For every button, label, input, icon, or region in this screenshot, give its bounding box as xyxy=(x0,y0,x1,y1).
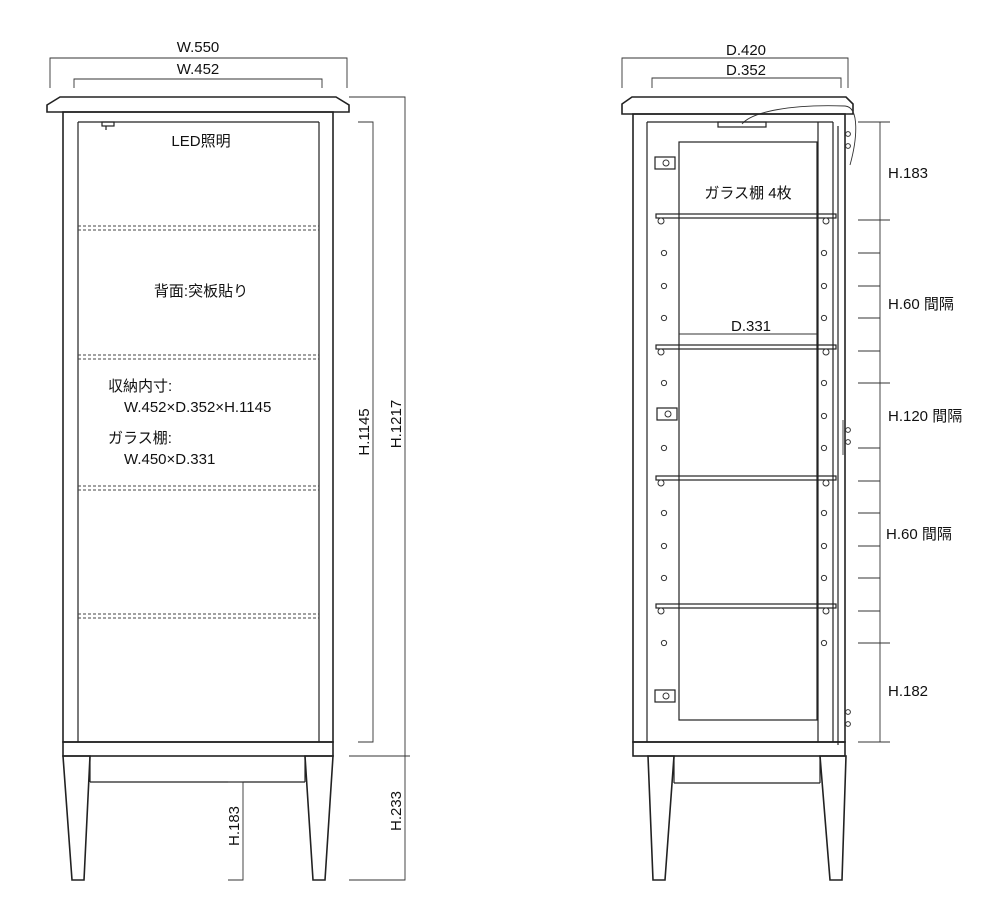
side-glass-shelves xyxy=(655,213,837,615)
dim-height-base: H.233 xyxy=(349,755,410,831)
side-base xyxy=(632,741,846,784)
label-h-bottom: H.182 xyxy=(888,683,928,700)
label-shelf-title: ガラス棚: xyxy=(108,430,172,447)
label-width-outer: W.550 xyxy=(177,39,220,56)
side-view: D.420 D.352 xyxy=(621,42,962,881)
label-h-60-upper: H.60 間隔 xyxy=(888,296,954,313)
label-shelf-depth: D.331 xyxy=(731,318,771,335)
cabinet-front-body xyxy=(62,111,334,743)
back-panel-inner xyxy=(678,141,818,721)
dim-depth-outer: D.420 xyxy=(621,42,849,88)
dim-height-inner: H.1145 xyxy=(356,121,374,743)
label-height-leg: H.183 xyxy=(226,806,243,846)
door-hinges xyxy=(654,156,678,703)
dim-front-width-outer: W.550 xyxy=(49,39,348,88)
label-shelf-dims: W.450×D.331 xyxy=(124,451,215,468)
label-h-60-lower: H.60 間隔 xyxy=(886,526,952,543)
side-top-cap xyxy=(621,96,854,115)
dim-height-total: H.1217 xyxy=(349,96,406,881)
label-height-base: H.233 xyxy=(388,791,405,831)
led-fixture-left xyxy=(101,121,115,127)
side-height-scale xyxy=(858,121,890,743)
dim-front-width-inner: W.452 xyxy=(73,61,323,88)
side-legs xyxy=(647,755,847,881)
dim-shelf-depth: D.331 xyxy=(679,318,817,335)
led-cable xyxy=(741,105,857,166)
label-led: LED照明 xyxy=(171,133,230,150)
label-depth-inner: D.352 xyxy=(726,62,766,79)
label-height-total: H.1217 xyxy=(388,400,405,448)
label-h-top: H.183 xyxy=(888,165,928,182)
cabinet-base xyxy=(62,741,334,783)
label-depth-outer: D.420 xyxy=(726,42,766,59)
cabinet-top-cap xyxy=(46,96,350,113)
label-h-120: H.120 間隔 xyxy=(888,408,962,425)
shelf-pin-holes-left xyxy=(660,249,668,647)
label-back-panel: 背面:突板貼り xyxy=(154,282,248,300)
label-storage-title: 収納内寸: xyxy=(108,378,172,395)
label-storage-dims: W.452×D.352×H.1145 xyxy=(124,399,271,416)
dim-height-leg: H.183 xyxy=(226,781,244,881)
side-body xyxy=(632,113,846,745)
shelf-pin-holes-right xyxy=(820,249,828,647)
dim-depth-inner: D.352 xyxy=(651,62,842,88)
label-width-inner: W.452 xyxy=(177,61,220,78)
door-edge-holes xyxy=(845,131,851,727)
front-glass-shelves xyxy=(78,225,319,619)
led-fixture-side xyxy=(717,121,767,128)
front-view: W.550 W.452 xyxy=(46,39,410,881)
label-height-inner: H.1145 xyxy=(356,408,373,455)
front-legs xyxy=(62,755,334,881)
label-shelf-count: ガラス棚 4枚 xyxy=(704,185,791,202)
